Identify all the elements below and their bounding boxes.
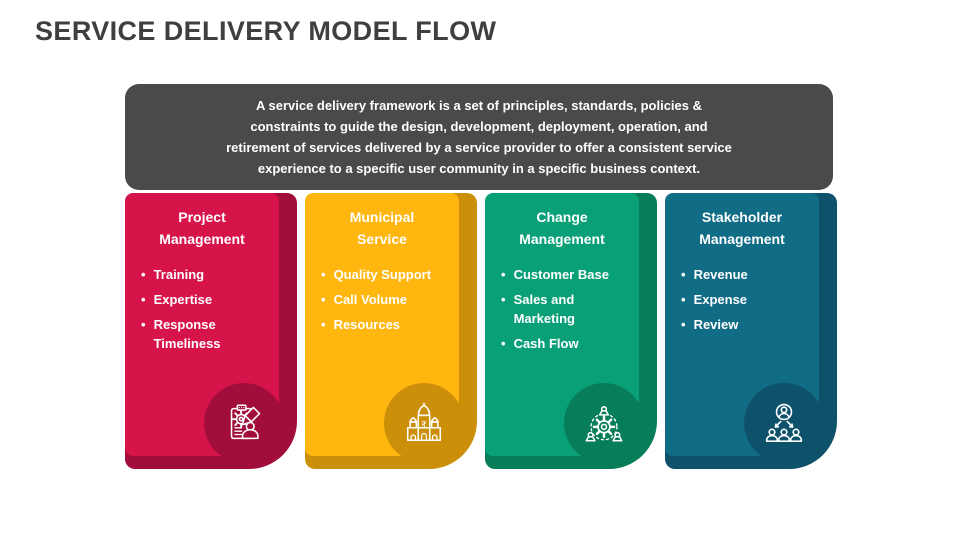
bullet-item: • Resources <box>321 316 455 335</box>
bullet-dot: • <box>141 267 146 283</box>
bullet-item: • Sales and Marketing <box>501 291 635 329</box>
bullet-text: Customer Base <box>513 267 609 283</box>
bullet-dot: • <box>321 267 326 283</box>
bullet-text: Training <box>153 267 205 283</box>
card-icon-circle: ₹ <box>384 383 464 463</box>
card-icon-circle <box>744 383 824 463</box>
bullet-text: Sales and Marketing <box>513 292 575 327</box>
card-body: Project Management • Training • Expertise • R… <box>125 193 279 456</box>
bullet-text: Review <box>693 317 739 333</box>
gear-people-network-icon <box>585 406 623 442</box>
card-title: Stakeholder Management <box>699 209 785 247</box>
bullet-item: • Review <box>681 316 815 335</box>
bullet-text: Expense <box>693 292 748 308</box>
card-bullet-list: • Revenue • Expense • Review <box>665 266 819 335</box>
card-icon-circle <box>564 383 644 463</box>
bullet-dot: • <box>501 267 506 283</box>
bullet-text: Resources <box>333 317 401 333</box>
municipal-building-rupee-icon: ₹ <box>406 402 442 442</box>
bullet-dot: • <box>681 317 686 333</box>
bullet-text: Cash Flow <box>513 335 579 351</box>
service-card: Municipal Service • Quality Support • Call … <box>305 193 477 469</box>
card-icon-circle <box>204 383 284 463</box>
bullet-text: Quality Support <box>333 267 432 283</box>
bullet-dot: • <box>501 292 506 308</box>
service-card: Stakeholder Management •Revenue•Expense•… <box>665 193 837 469</box>
bullet-item: • Training <box>141 266 275 285</box>
card-bullet-list: • Quality Support • Call Volume • Resources <box>305 266 459 335</box>
bullet-dot: • <box>681 267 686 283</box>
description-text: A service delivery framework is a set of… <box>226 97 732 177</box>
bullet-dot: • <box>681 292 686 308</box>
bullet-item: • Expense <box>681 291 815 310</box>
card-title: Project Management <box>159 209 245 247</box>
page-title: SERVICE DELIVERY MODEL FLOW <box>35 16 497 46</box>
bullet-item: • Quality Support <box>321 266 455 285</box>
bullet-item: • Expertise <box>141 291 275 310</box>
bullet-text: Revenue <box>693 267 748 283</box>
service-card: Change Management • Customer Base • Sales a… <box>485 193 657 469</box>
bullet-item: • Call Volume <box>321 291 455 310</box>
people-hierarchy-icon <box>765 403 803 443</box>
card-title: Change Management <box>519 209 605 247</box>
cards-row: Project Management • Training • Expertise • R… <box>125 193 837 469</box>
description-box: A service delivery framework is a set of… <box>125 84 833 190</box>
bullet-item: • Cash Flow <box>501 335 635 354</box>
bullet-text: Call Volume <box>333 292 408 308</box>
bullet-dot: • <box>141 292 146 308</box>
bullet-dot: • <box>321 317 326 333</box>
bullet-text: Expertise <box>153 292 213 308</box>
bullet-dot: • <box>501 335 506 351</box>
bullet-item: • Customer Base <box>501 266 635 285</box>
card-bullet-list: • Customer Base • Sales and Marketing • Cash … <box>485 266 639 353</box>
bullet-dot: • <box>321 292 326 308</box>
clipboard-gear-pencil-icon <box>230 404 261 440</box>
card-title: Municipal Service <box>349 209 415 247</box>
svg-text:₹: ₹ <box>421 421 427 431</box>
bullet-item: • Response Timeliness <box>141 316 275 354</box>
service-card: Project Management • Training • Expertise • R… <box>125 193 297 469</box>
bullet-text: Response Timeliness <box>153 317 221 351</box>
bullet-item: • Revenue <box>681 266 815 285</box>
bullet-dot: • <box>141 317 146 333</box>
card-bullet-list: • Training • Expertise • Response Timeliness <box>125 266 279 353</box>
